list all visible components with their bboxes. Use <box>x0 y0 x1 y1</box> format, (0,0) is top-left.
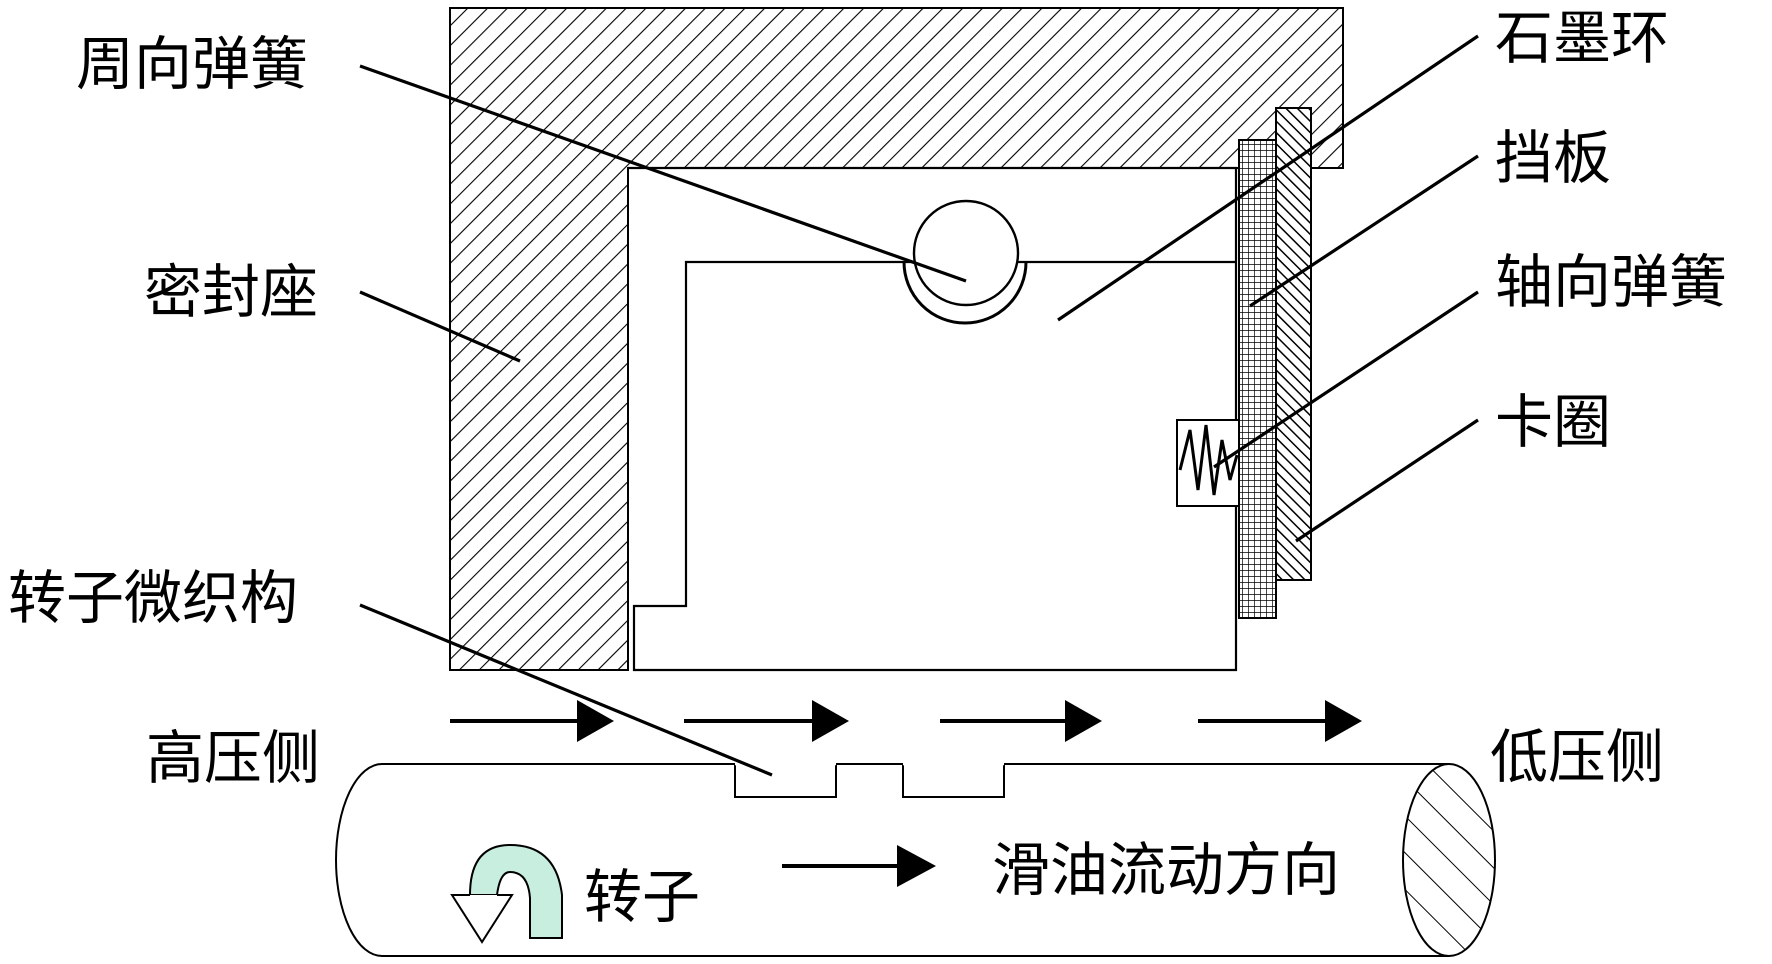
spring-groove <box>902 261 1028 325</box>
microtexture-pocket-1 <box>734 763 837 798</box>
label-high-pressure-side: 高压侧 <box>146 724 320 792</box>
microtexture-pocket-2 <box>902 763 1005 798</box>
label-rotor-microtexture: 转子微织构 <box>8 564 298 632</box>
axial-spring-zigzag <box>1178 424 1239 496</box>
label-graphite-ring: 石墨环 <box>1495 4 1669 72</box>
rotor-body <box>335 763 1449 957</box>
leader-lines <box>359 34 1479 777</box>
rotation-arrow-icon <box>450 843 563 944</box>
label-seal-seat: 密封座 <box>144 258 318 326</box>
label-oil-flow-direction: 滑油流动方向 <box>992 836 1340 904</box>
label-baffle: 挡板 <box>1495 124 1611 192</box>
label-rotor: 转子 <box>584 863 700 931</box>
label-snap-ring: 卡圈 <box>1495 388 1611 456</box>
oil-flow-arrow <box>782 845 936 887</box>
label-circumferential-spring: 周向弹簧 <box>76 30 308 98</box>
label-low-pressure-side: 低压侧 <box>1490 723 1664 791</box>
circumferential-spring-circle <box>912 199 1020 307</box>
baffle-plate <box>1238 139 1277 619</box>
snap-ring <box>1275 107 1312 581</box>
seal-seat-housing <box>449 7 1344 671</box>
label-axial-spring: 轴向弹簧 <box>1495 248 1727 316</box>
rotor-end-face <box>1402 763 1496 957</box>
flow-arrows <box>450 700 1362 742</box>
graphite-ring-outline <box>628 166 1238 672</box>
